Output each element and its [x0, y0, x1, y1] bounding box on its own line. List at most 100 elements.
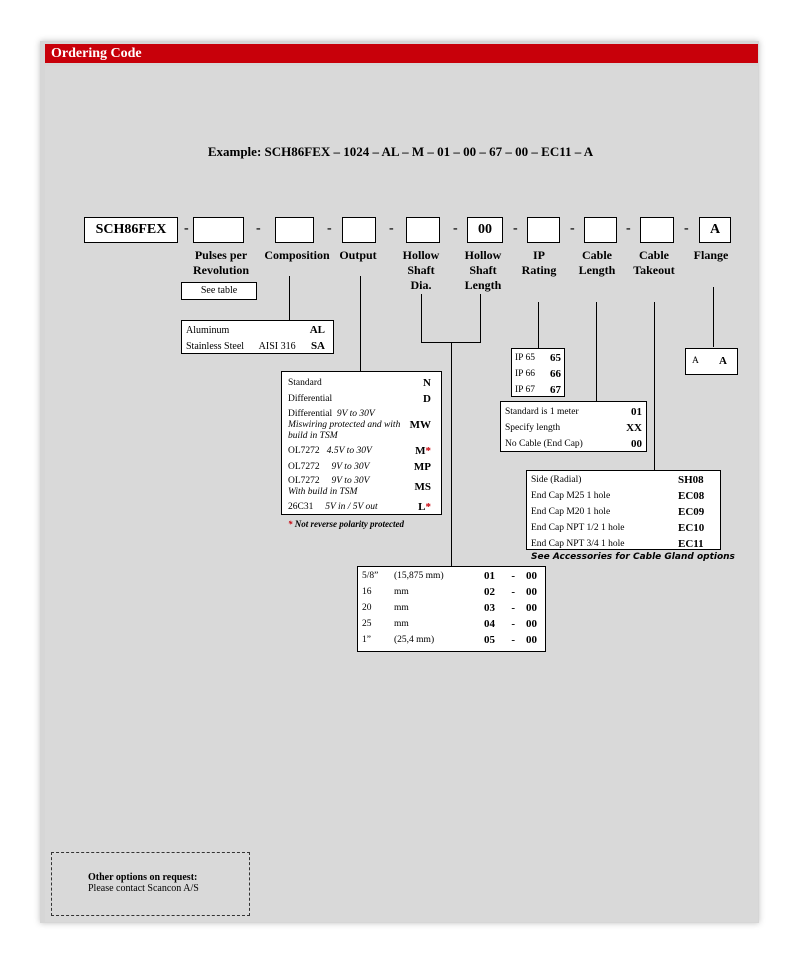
cell-detail: 5V in / 5V out [325, 502, 378, 512]
cell-name: A [692, 355, 699, 366]
cell-sub: With build in TSM [288, 487, 358, 497]
cell-code: L [418, 501, 426, 513]
connector-line [654, 302, 655, 470]
table-row: No Cable (End Cap)00 [505, 436, 642, 452]
cell-name: OL7272 [288, 446, 320, 456]
cell-name: Aluminum [186, 324, 230, 336]
star-mark: * [288, 519, 293, 529]
cell-name: Specify length [505, 423, 561, 433]
cell-code: 03 [484, 602, 495, 614]
code-dash: - [511, 634, 516, 646]
label-line: Pulses per [194, 248, 248, 262]
flange-box: A [699, 217, 731, 243]
label-line: Shaft [469, 263, 497, 277]
cable-length-box [584, 217, 617, 243]
cell-code: 65 [550, 352, 561, 364]
cell-size: 1” [362, 635, 371, 645]
flange-value: A [709, 222, 721, 237]
other-options-box: Other options on request: Please contact… [51, 852, 250, 916]
cell-code: 67 [550, 384, 561, 396]
cell-name: End Cap NPT 3/4 1 hole [531, 539, 625, 549]
cell-code: A [719, 354, 727, 367]
table-row: Specify length XX [505, 420, 642, 436]
label-line: IP [533, 248, 545, 262]
label-line: Cable [582, 248, 612, 262]
hollow-shaft-length-box: 00 [467, 217, 503, 243]
cell-name: End Cap M20 1 hole [531, 507, 611, 517]
cell-code: EC11 [678, 538, 704, 550]
code-dash: - [453, 221, 458, 236]
code-prefix: SCH86FEX [95, 222, 167, 237]
cell-name: No Cable (End Cap) [505, 439, 583, 449]
code-dash: - [511, 602, 516, 614]
cell-name: IP 67 [515, 385, 535, 395]
connector-line [596, 302, 597, 401]
table-row: 1”(25,4 mm)05-00 [362, 632, 541, 648]
cell-name: 26C31 [288, 502, 314, 512]
code-dash: - [511, 618, 516, 630]
cell-code: N [423, 377, 431, 389]
label-line: Rating [521, 263, 557, 277]
cell-name: Stainless Steel [186, 340, 245, 352]
cell-extra: AISI 316 [258, 340, 296, 352]
cell-detail: 9V to 30V [331, 462, 370, 472]
cell-name: OL7272 [288, 462, 320, 472]
cell-code: XX [626, 422, 642, 434]
star-mark: * [425, 445, 432, 457]
output-note: * Not reverse polarity protected [288, 519, 404, 529]
label-line: Dia. [410, 278, 432, 292]
cell-code: 02 [484, 586, 495, 598]
table-row: IP 67 67 [515, 382, 561, 398]
cell-code: 00 [526, 618, 537, 630]
composition-box [275, 217, 314, 243]
cell-code: MW [409, 419, 431, 431]
code-dash: - [684, 221, 689, 236]
connector-line [480, 294, 481, 342]
code-dash: - [256, 221, 261, 236]
connector-line [289, 276, 290, 320]
cell-code: 66 [550, 368, 561, 380]
label-line: Shaft [407, 263, 435, 277]
label-output: Output [339, 248, 377, 262]
output-box [342, 217, 376, 243]
cell-size: 20 [362, 603, 372, 613]
label-composition: Composition [264, 248, 330, 262]
label-line: Length [578, 263, 616, 277]
cell-code: 00 [526, 586, 537, 598]
table-row: OL7272 4.5V to 30V M* [288, 443, 435, 459]
cell-code: SH08 [678, 474, 704, 486]
see-table-box: See table [181, 282, 257, 300]
section-header: Ordering Code [45, 44, 758, 63]
cell-code: M [415, 445, 426, 457]
cell-sub: Miswiring protected and with build in TS… [288, 419, 401, 441]
cell-unit: mm [394, 619, 409, 629]
cell-name: IP 66 [515, 369, 535, 379]
cell-unit: mm [394, 587, 409, 597]
connector-line [451, 342, 452, 566]
label-line: Hollow [402, 248, 440, 262]
star-mark: * [425, 501, 432, 513]
table-row: 26C31 5V in / 5V out L* [288, 499, 435, 515]
cell-size: 16 [362, 587, 372, 597]
code-dash: - [570, 221, 575, 236]
cell-detail: 9V to 30V [336, 408, 375, 419]
cell-code: EC09 [678, 506, 705, 518]
cell-detail: 4.5V to 30V [326, 446, 372, 456]
cell-code: AL [309, 324, 325, 336]
cell-unit: mm [394, 603, 409, 613]
code-dash: - [511, 586, 516, 598]
cell-name: OL7272 [288, 476, 320, 486]
